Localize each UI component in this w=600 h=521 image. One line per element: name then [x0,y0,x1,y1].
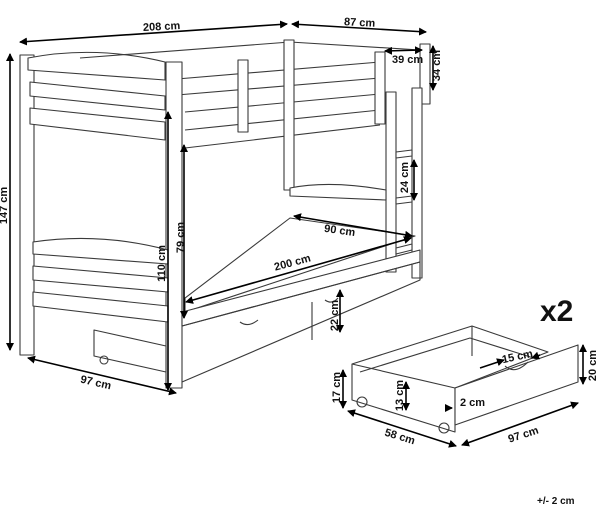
dimension-lines [6,20,587,448]
dim-total-height: 147 cm [0,186,11,225]
dim-top-rail-height: 34 cm [431,49,444,82]
dim-upper-bed-height: 110 cm [155,245,168,282]
tolerance-note: +/- 2 cm [537,496,575,507]
drawer-drawing [351,325,579,434]
dim-drawer-front-height: 20 cm [587,349,600,382]
dim-clearance: 79 cm [175,221,188,254]
dim-drawer-back-height: 17 cm [331,371,344,404]
bed-frame [19,39,431,389]
dim-total-depth: 87 cm [343,16,376,30]
dim-drawer-space: 22 cm [329,299,342,332]
dim-total-length: 208 cm [142,20,181,34]
drawer-quantity: x2 [540,295,574,328]
dim-drawer-inner-height: 13 cm [394,379,407,412]
dim-drawer-thickness: 2 cm [460,397,486,409]
dim-ladder-opening: 39 cm [392,54,424,66]
dim-ladder-step: 24 cm [399,161,412,194]
